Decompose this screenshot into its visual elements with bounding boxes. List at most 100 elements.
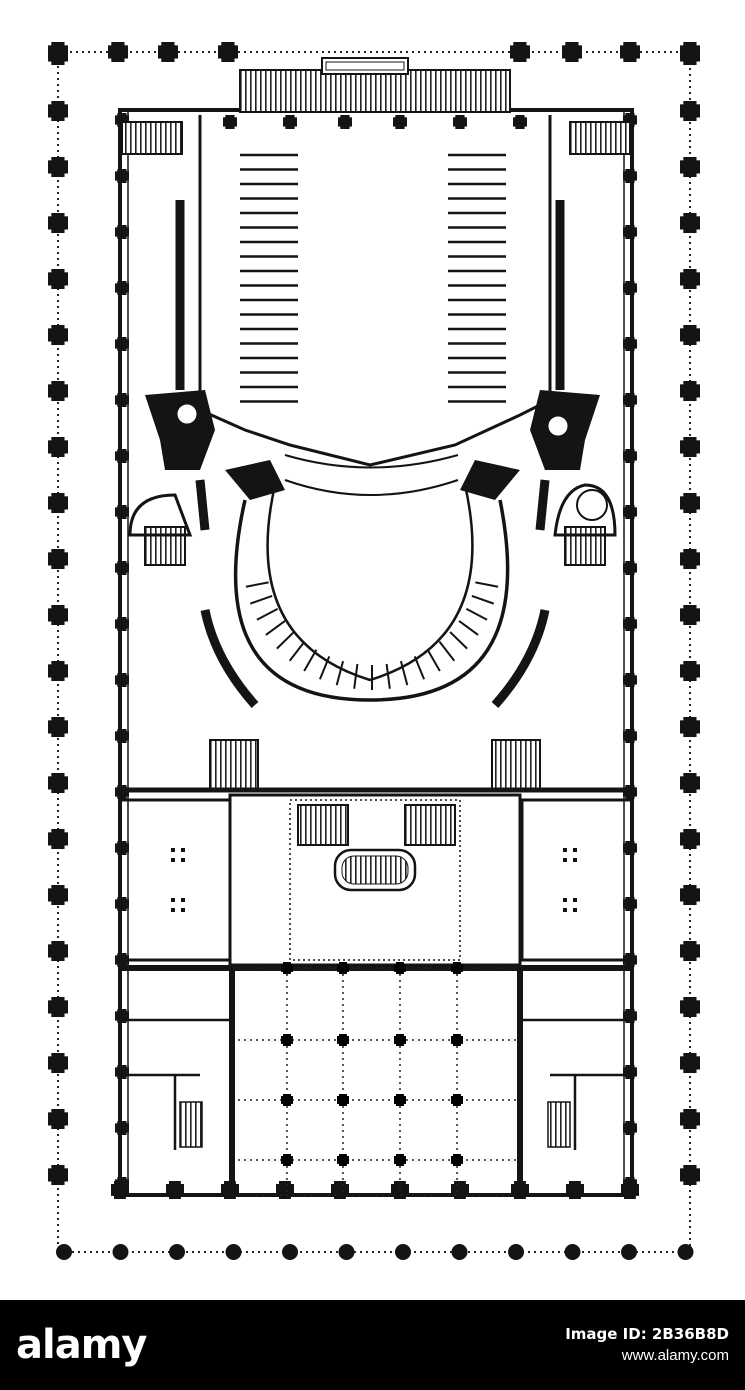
box-divider: [449, 631, 468, 650]
pier: [117, 505, 127, 519]
stair-block: [144, 526, 186, 566]
proscenium-masses: [145, 390, 600, 500]
pier: [683, 661, 697, 681]
pier: [117, 729, 127, 743]
box-divider: [265, 620, 286, 636]
pier: [565, 42, 579, 62]
floor-plan: [48, 42, 700, 1260]
pier: [51, 157, 65, 177]
pier: [683, 101, 697, 121]
watermark-bar: alamy Image ID: 2B36B8D www.alamy.com: [0, 1300, 745, 1390]
image-id: Image ID: 2B36B8D: [565, 1325, 729, 1343]
pier: [339, 962, 347, 974]
spiral-stairs: [128, 483, 617, 537]
pier: [51, 213, 65, 233]
column: [621, 1244, 637, 1260]
dot: [171, 858, 175, 862]
pier: [51, 829, 65, 849]
stair-block: [404, 804, 456, 846]
box-divider: [465, 607, 488, 621]
dot: [563, 908, 567, 912]
pier: [623, 42, 637, 62]
pier: [625, 281, 635, 295]
column: [112, 1244, 129, 1260]
pier: [339, 1094, 347, 1106]
pier: [340, 115, 350, 129]
column: [508, 1244, 524, 1260]
pier: [283, 962, 291, 974]
pier: [513, 42, 527, 62]
stair-block: [491, 739, 541, 791]
pier: [283, 1034, 291, 1046]
box-divider: [303, 649, 318, 672]
pier: [625, 561, 635, 575]
pier: [114, 1181, 126, 1199]
pier: [51, 1109, 65, 1129]
dot: [563, 898, 567, 902]
pier: [161, 42, 175, 62]
dot: [573, 858, 577, 862]
pier: [625, 113, 635, 127]
box-divider: [335, 660, 345, 686]
pier: [683, 829, 697, 849]
pier: [51, 941, 65, 961]
pier: [625, 225, 635, 239]
pier: [51, 1053, 65, 1073]
pier: [117, 449, 127, 463]
pier: [683, 605, 697, 625]
stair-block: [564, 526, 606, 566]
dot: [171, 848, 175, 852]
box-divider: [413, 655, 425, 680]
pier: [51, 661, 65, 681]
pier: [117, 1065, 127, 1079]
outer-piers: [48, 42, 700, 1185]
dot: [573, 898, 577, 902]
stage: [175, 115, 565, 467]
pier: [453, 962, 461, 974]
pier: [683, 549, 697, 569]
box-divider: [256, 607, 279, 621]
pier: [117, 1009, 127, 1023]
box-divider: [471, 594, 495, 605]
pier: [625, 393, 635, 407]
pier: [683, 1109, 697, 1129]
pier: [515, 115, 525, 129]
column: [282, 1244, 298, 1260]
alamy-logo: alamy: [16, 1322, 147, 1368]
side-rooms: [120, 1018, 632, 1150]
dot: [171, 908, 175, 912]
stair-block: [297, 804, 349, 846]
pier: [51, 42, 65, 62]
box-divider: [288, 640, 306, 662]
auditorium: [233, 454, 510, 702]
pier: [625, 841, 635, 855]
dot: [563, 848, 567, 852]
pier: [117, 393, 127, 407]
dot: [573, 848, 577, 852]
pier: [625, 337, 635, 351]
pier: [683, 381, 697, 401]
pier: [51, 269, 65, 289]
pier: [625, 169, 635, 183]
stairs: [121, 121, 631, 1148]
pier: [683, 213, 697, 233]
pier: [51, 381, 65, 401]
box-divider: [458, 620, 479, 636]
pier: [683, 941, 697, 961]
box-divider: [245, 581, 269, 588]
pier: [625, 617, 635, 631]
stair-block: [569, 121, 631, 155]
pier: [111, 42, 125, 62]
pier: [117, 841, 127, 855]
pier: [683, 1165, 697, 1185]
pier: [683, 437, 697, 457]
column: [564, 1244, 581, 1260]
pier: [117, 673, 127, 687]
column: [169, 1244, 185, 1260]
box-divider: [276, 631, 295, 650]
pier: [396, 1034, 404, 1046]
pier: [683, 717, 697, 737]
pier: [51, 773, 65, 793]
dot: [181, 858, 185, 862]
dot: [181, 898, 185, 902]
